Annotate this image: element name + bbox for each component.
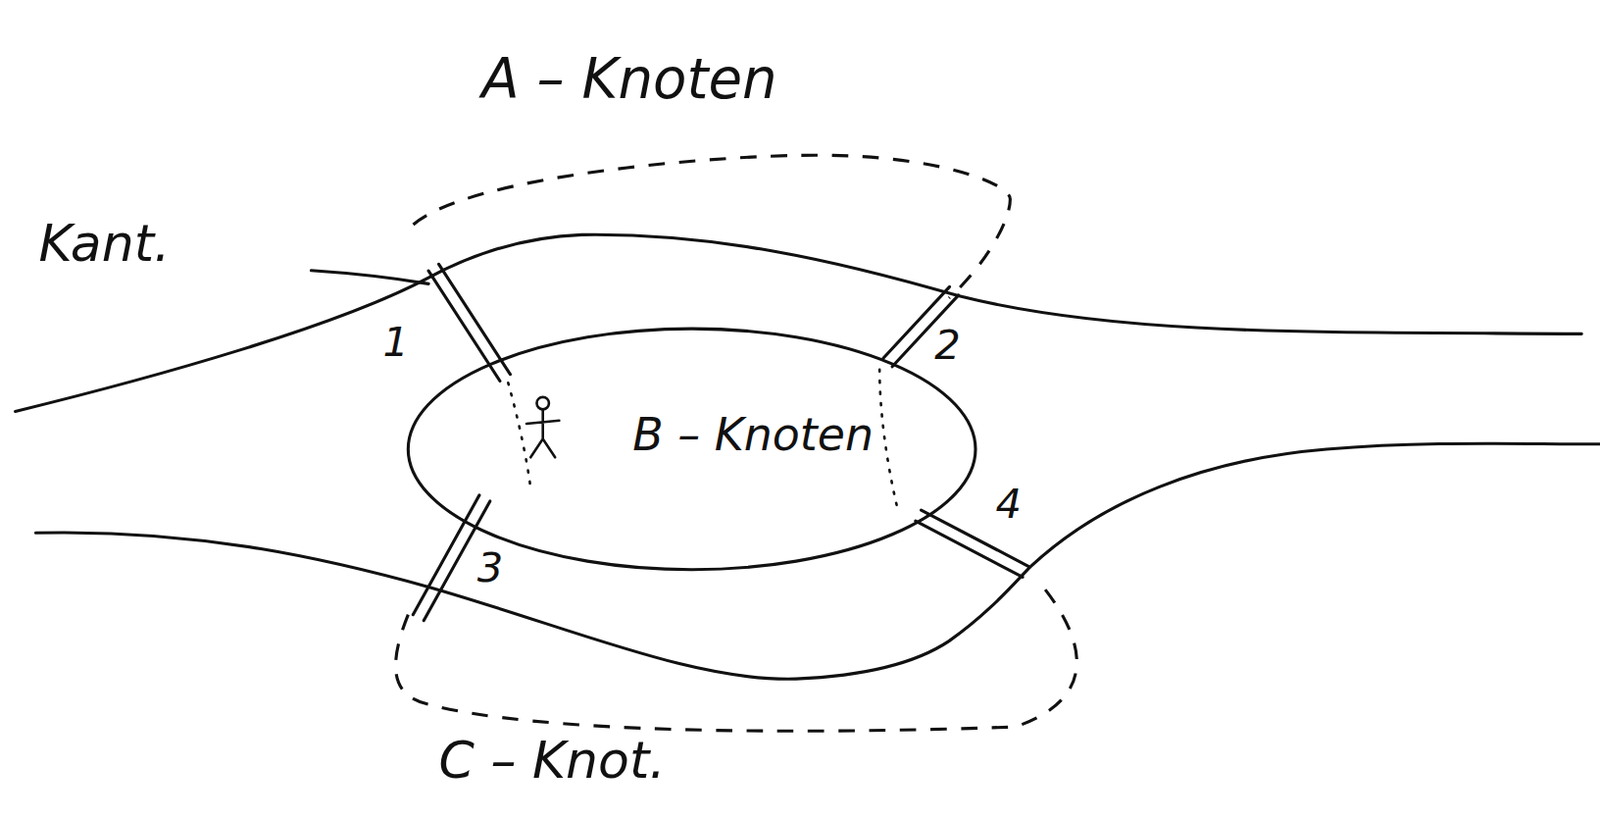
north-bank-region: A – Knoten <box>407 41 1020 309</box>
region-border <box>413 154 1011 299</box>
island-region: B – Knoten <box>405 326 978 572</box>
bridge-rail <box>412 495 480 615</box>
region-name: B – Knoten <box>632 409 874 459</box>
south-bank-region: C – Knot. <box>382 571 1098 819</box>
region-border <box>396 583 1078 731</box>
bridge-number: 2 <box>934 322 960 368</box>
walker-head <box>536 397 549 409</box>
place-name: Kant. <box>39 216 171 273</box>
bridge-number: 3 <box>477 544 503 590</box>
region-name: A – Knoten <box>481 49 777 110</box>
region-border <box>407 328 976 570</box>
bridge-rail <box>915 520 1023 577</box>
bridge-number: 4 <box>996 481 1022 527</box>
walking-path <box>507 369 899 511</box>
region-name: C – Knot. <box>439 732 666 789</box>
north-bank <box>15 234 1583 411</box>
bank-stub <box>310 270 429 285</box>
walker-body <box>526 408 559 457</box>
bridge <box>428 263 510 381</box>
bridge-number: 1 <box>383 319 409 365</box>
south-bank <box>35 443 1600 679</box>
bridge-rail <box>439 263 511 374</box>
